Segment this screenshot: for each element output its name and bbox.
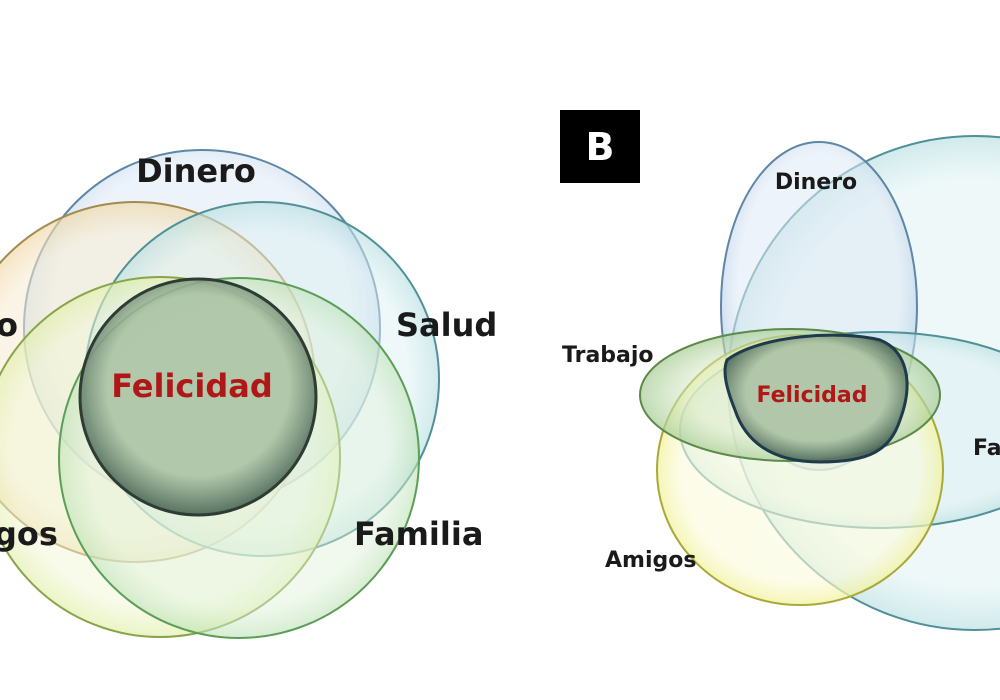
panel-b: B Dinero Trabajo Amigos Fa Felicidad [560,110,1000,631]
label-salud: Salud [396,306,497,344]
panel-a: Dinero Salud Familia o gos Felicidad [0,149,497,639]
label-dinero-b: Dinero [775,170,857,195]
label-trabajo-b: Trabajo [562,343,654,368]
label-dinero: Dinero [136,152,256,190]
label-trabajo-cropped: o [0,306,18,344]
circle-felicidad [78,277,318,517]
label-amigos-b: Amigos [605,548,696,573]
label-familia: Familia [354,515,483,553]
label-familia-b-cropped: Fa [973,436,1000,461]
label-felicidad: Felicidad [111,367,273,405]
panel-letter: B [586,125,615,169]
panel-letter-box [560,110,640,183]
region-felicidad-b [723,333,909,464]
label-amigos-cropped: gos [0,515,58,553]
label-felicidad-b: Felicidad [756,383,867,408]
